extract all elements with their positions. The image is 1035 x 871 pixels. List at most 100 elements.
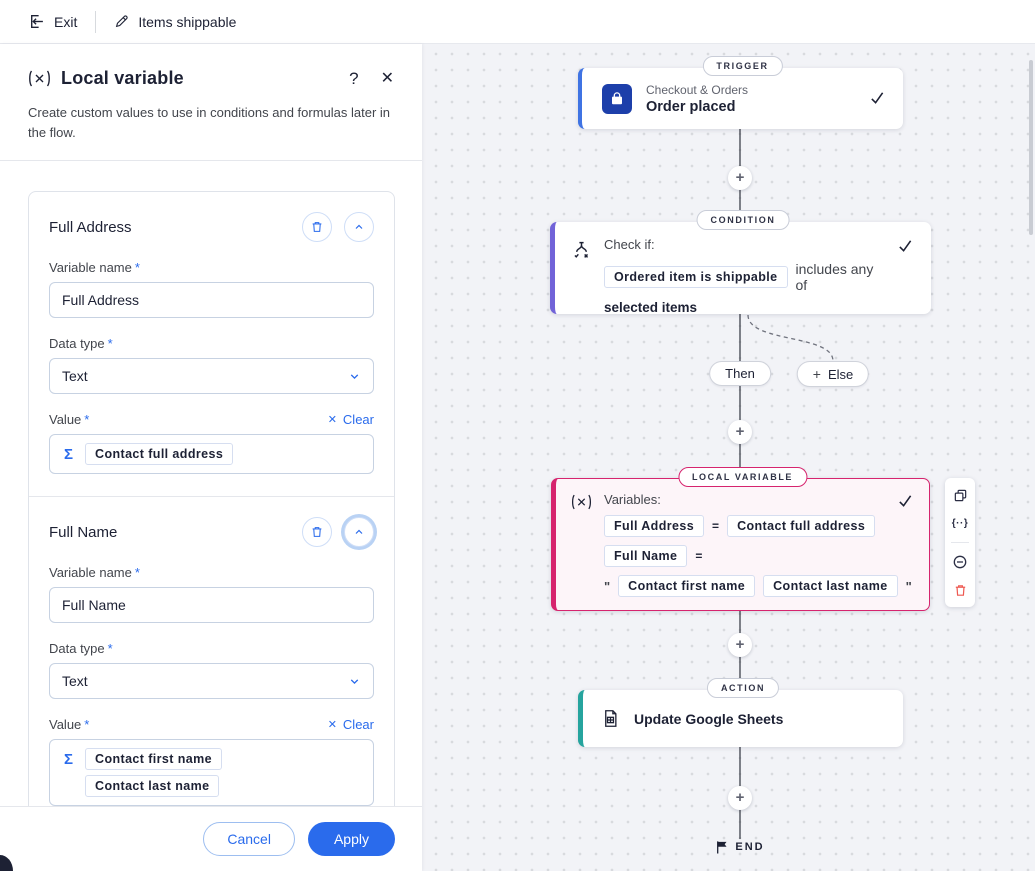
trash-icon	[310, 220, 324, 234]
value-formula-input[interactable]: Σ Contact first name Contact last name	[49, 739, 374, 806]
variable-card-title: Full Address	[49, 218, 132, 236]
panel-description: Create custom values to use in condition…	[28, 105, 391, 140]
variable-name-chip[interactable]: Full Address	[604, 515, 705, 537]
chevron-down-icon	[348, 675, 361, 688]
local-variable-node[interactable]: LOCAL VARIABLE Variables: Full Address =…	[551, 467, 930, 611]
value-formula-input[interactable]: Σ Contact full address	[49, 434, 374, 474]
checkout-orders-bag-icon	[602, 83, 632, 114]
panel-title: Local variable	[61, 68, 184, 88]
value-label: Value*	[49, 412, 90, 427]
variable-name-chip[interactable]: Full Name	[604, 545, 688, 567]
data-type-label: Data type*	[49, 336, 113, 351]
trash-icon	[310, 525, 324, 539]
plus-icon: +	[812, 366, 821, 382]
node-toolbar: {··}	[945, 478, 975, 607]
deactivate-icon[interactable]	[951, 553, 969, 571]
panel-body: Full Address Variable name* Full Address	[0, 161, 422, 806]
data-type-select[interactable]: Text	[49, 663, 374, 699]
add-step-button[interactable]: +	[728, 166, 752, 190]
equals-sign: =	[695, 549, 703, 563]
variable-name-input[interactable]: Full Name	[49, 587, 374, 623]
trigger-badge: TRIGGER	[702, 56, 783, 76]
condition-heading: Check if:	[604, 237, 655, 252]
then-branch-pill[interactable]: Then	[709, 361, 771, 386]
cancel-button[interactable]: Cancel	[203, 822, 295, 856]
help-icon[interactable]: ?	[349, 69, 359, 88]
quote-mark: "	[905, 578, 912, 594]
duplicate-icon[interactable]	[951, 486, 969, 504]
google-sheets-icon	[601, 709, 620, 728]
pencil-icon	[114, 14, 129, 29]
collapse-variable-button[interactable]	[344, 517, 374, 547]
flag-icon	[715, 840, 728, 854]
flow-title: Items shippable	[138, 13, 237, 30]
condition-badge: CONDITION	[696, 210, 790, 230]
end-label: END	[735, 841, 765, 853]
local-variable-icon	[571, 494, 592, 597]
sigma-icon: Σ	[64, 751, 74, 768]
action-badge: ACTION	[706, 678, 780, 698]
local-variable-badge: LOCAL VARIABLE	[677, 467, 808, 487]
value-chip[interactable]: Contact last name	[85, 775, 220, 797]
value-label: Value*	[49, 717, 90, 732]
flow-end-marker: END	[715, 840, 764, 854]
add-else-branch-pill[interactable]: + Else	[796, 361, 870, 387]
variable-name-label: Variable name*	[49, 260, 140, 275]
toolbar-divider	[951, 542, 969, 543]
chevron-down-icon	[348, 370, 361, 383]
variables-heading: Variables:	[604, 492, 661, 507]
canvas-scrollbar[interactable]	[1029, 60, 1033, 235]
variable-value-chip[interactable]: Contact last name	[763, 575, 898, 597]
flow-title-edit[interactable]: Items shippable	[114, 14, 236, 30]
panel-footer: Cancel Apply	[0, 806, 422, 871]
variable-value-chip[interactable]: Contact full address	[727, 515, 876, 537]
clear-x-icon: ✕	[327, 719, 337, 731]
data-type-select[interactable]: Text	[49, 358, 374, 394]
exit-label: Exit	[54, 13, 78, 30]
value-chip[interactable]: Contact full address	[85, 443, 234, 465]
action-title: Update Google Sheets	[634, 710, 784, 727]
apply-button[interactable]: Apply	[307, 822, 395, 856]
variable-name-label: Variable name*	[49, 565, 140, 580]
check-icon	[897, 238, 913, 258]
condition-branch-icon	[571, 240, 592, 314]
condition-node[interactable]: CONDITION Check if: Ordered item is ship…	[550, 210, 931, 315]
add-step-button[interactable]: +	[728, 633, 752, 657]
chevron-up-icon	[353, 221, 365, 233]
add-step-button[interactable]: +	[728, 420, 752, 444]
delete-variable-button[interactable]	[302, 212, 332, 242]
check-icon	[869, 90, 885, 110]
close-icon[interactable]: ✕	[380, 69, 394, 87]
local-variable-panel: Local variable ? ✕ Create custom values …	[0, 44, 422, 871]
condition-object: selected items	[604, 300, 698, 315]
sigma-icon: Σ	[64, 446, 74, 463]
panel-divider	[0, 160, 422, 161]
trigger-node[interactable]: TRIGGER Checkout & Orders Order placed	[578, 56, 903, 129]
variable-value-chip[interactable]: Contact first name	[618, 575, 756, 597]
action-node[interactable]: ACTION Update Google Sheets	[578, 678, 903, 747]
condition-subject-chip[interactable]: Ordered item is shippable	[604, 266, 788, 288]
clear-value-button[interactable]: ✕ Clear	[327, 412, 374, 427]
variable-card-title: Full Name	[49, 523, 118, 541]
variables-braces-icon[interactable]: {··}	[951, 514, 969, 532]
variable-card-full-address: Full Address Variable name* Full Address	[29, 192, 394, 496]
flow-canvas[interactable]: TRIGGER Checkout & Orders Order placed +…	[422, 44, 1035, 871]
data-type-label: Data type*	[49, 641, 113, 656]
variables-container: Full Address Variable name* Full Address	[28, 191, 395, 806]
local-variable-icon	[28, 70, 51, 87]
chevron-up-icon	[353, 526, 365, 538]
clear-value-button[interactable]: ✕ Clear	[327, 717, 374, 732]
add-step-button[interactable]: +	[728, 786, 752, 810]
delete-node-icon[interactable]	[951, 581, 969, 599]
trigger-app-name: Checkout & Orders	[646, 82, 749, 97]
clear-x-icon: ✕	[327, 414, 337, 426]
variable-name-input[interactable]: Full Address	[49, 282, 374, 318]
condition-operator: includes any of	[795, 261, 874, 293]
value-chip[interactable]: Contact first name	[85, 748, 222, 770]
collapse-variable-button[interactable]	[344, 212, 374, 242]
equals-sign: =	[712, 519, 720, 533]
topbar-divider	[95, 10, 97, 33]
exit-button[interactable]: Exit	[28, 13, 77, 30]
variable-card-full-name: Full Name Variable name* Full Name Data	[29, 496, 394, 806]
delete-variable-button[interactable]	[302, 517, 332, 547]
